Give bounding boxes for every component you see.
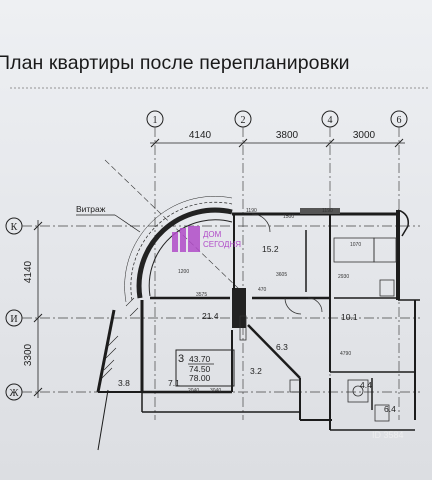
inner-dimensions: 1200 3575 3605 4790 1500 1190 2040 3040 … (178, 208, 361, 394)
room-areas: 15.2 21.4 10.1 6.3 3.2 3.8 7.1 4.4 6.4 (118, 244, 396, 414)
id-watermark: ID 3584 (372, 430, 404, 440)
fixtures (175, 213, 397, 422)
summary-rooms-count: 3 (178, 353, 184, 365)
dim-top-1: 4140 (189, 130, 212, 141)
inner-dim-7: 2040 (188, 388, 199, 394)
room-area-3: 10.1 (341, 312, 358, 322)
inner-dim-11: 1190 (322, 208, 333, 214)
dimension-chain-left: 4140 3300 (23, 220, 43, 398)
logo-bar-3 (188, 226, 200, 252)
wall-hatching (99, 297, 139, 381)
inner-dim-1: 1200 (178, 269, 189, 275)
room-area-1: 15.2 (262, 244, 279, 254)
walls (96, 208, 420, 451)
axis-label-i: И (10, 314, 17, 325)
inner-dim-8: 3040 (210, 388, 221, 394)
logo-text-line2: СЕГОДНЯ (203, 240, 241, 249)
axis-grid-lines (22, 127, 420, 420)
axis-label-zh: Ж (10, 388, 19, 399)
summary-gross-area: 78.00 (189, 373, 211, 383)
dim-top-3: 3000 (353, 130, 376, 141)
inner-dim-6: 1190 (246, 208, 257, 214)
room-area-6: 3.8 (118, 378, 130, 388)
axis-label-2: 2 (241, 115, 246, 126)
axis-label-6: 6 (397, 115, 402, 126)
dimension-chain-top: 4140 3800 3000 (150, 130, 405, 148)
inner-dim-9: 1070 (350, 242, 361, 248)
logo-text-line1: ДОМ (203, 230, 222, 239)
vitrazh-callout: Витраж (76, 159, 241, 291)
logo-bar-2 (180, 228, 186, 252)
room-area-9: 6.4 (384, 404, 396, 414)
inner-dim-12: 2930 (338, 274, 349, 280)
dim-top-2: 3800 (276, 130, 299, 141)
inner-dim-3: 3605 (276, 272, 287, 278)
inner-dim-5: 1500 (283, 214, 294, 220)
inner-dim-10: 470 (258, 287, 267, 293)
logo-bar-1 (172, 232, 178, 252)
dim-left-1: 4140 (23, 260, 34, 283)
summary-total-area: 74.50 (189, 364, 211, 374)
room-area-2: 21.4 (202, 311, 219, 321)
axis-label-k: К (11, 222, 18, 233)
room-area-4: 6.3 (276, 342, 288, 352)
summary-living-area: 43.70 (189, 354, 211, 364)
axis-label-1: 1 (153, 115, 158, 126)
brand-logo: ДОМ СЕГОДНЯ (172, 226, 241, 252)
axis-label-4: 4 (328, 115, 333, 126)
plan-title: План квартиры после перепланировки (0, 52, 350, 74)
axis-markers-left: К И Ж (5, 217, 23, 401)
dim-left-2: 3300 (23, 343, 34, 366)
bay-window-glazing (124, 196, 233, 303)
vitrazh-label: Витраж (76, 204, 106, 214)
axis-markers-top: 1 2 4 6 (146, 110, 408, 128)
room-area-5: 3.2 (250, 366, 262, 376)
area-summary: 3 43.70 74.50 78.00 (178, 353, 214, 383)
inner-dim-2: 3575 (196, 292, 207, 298)
inner-dim-4: 4790 (340, 351, 351, 357)
room-area-8: 4.4 (360, 380, 372, 390)
room-area-7: 7.1 (168, 378, 180, 388)
